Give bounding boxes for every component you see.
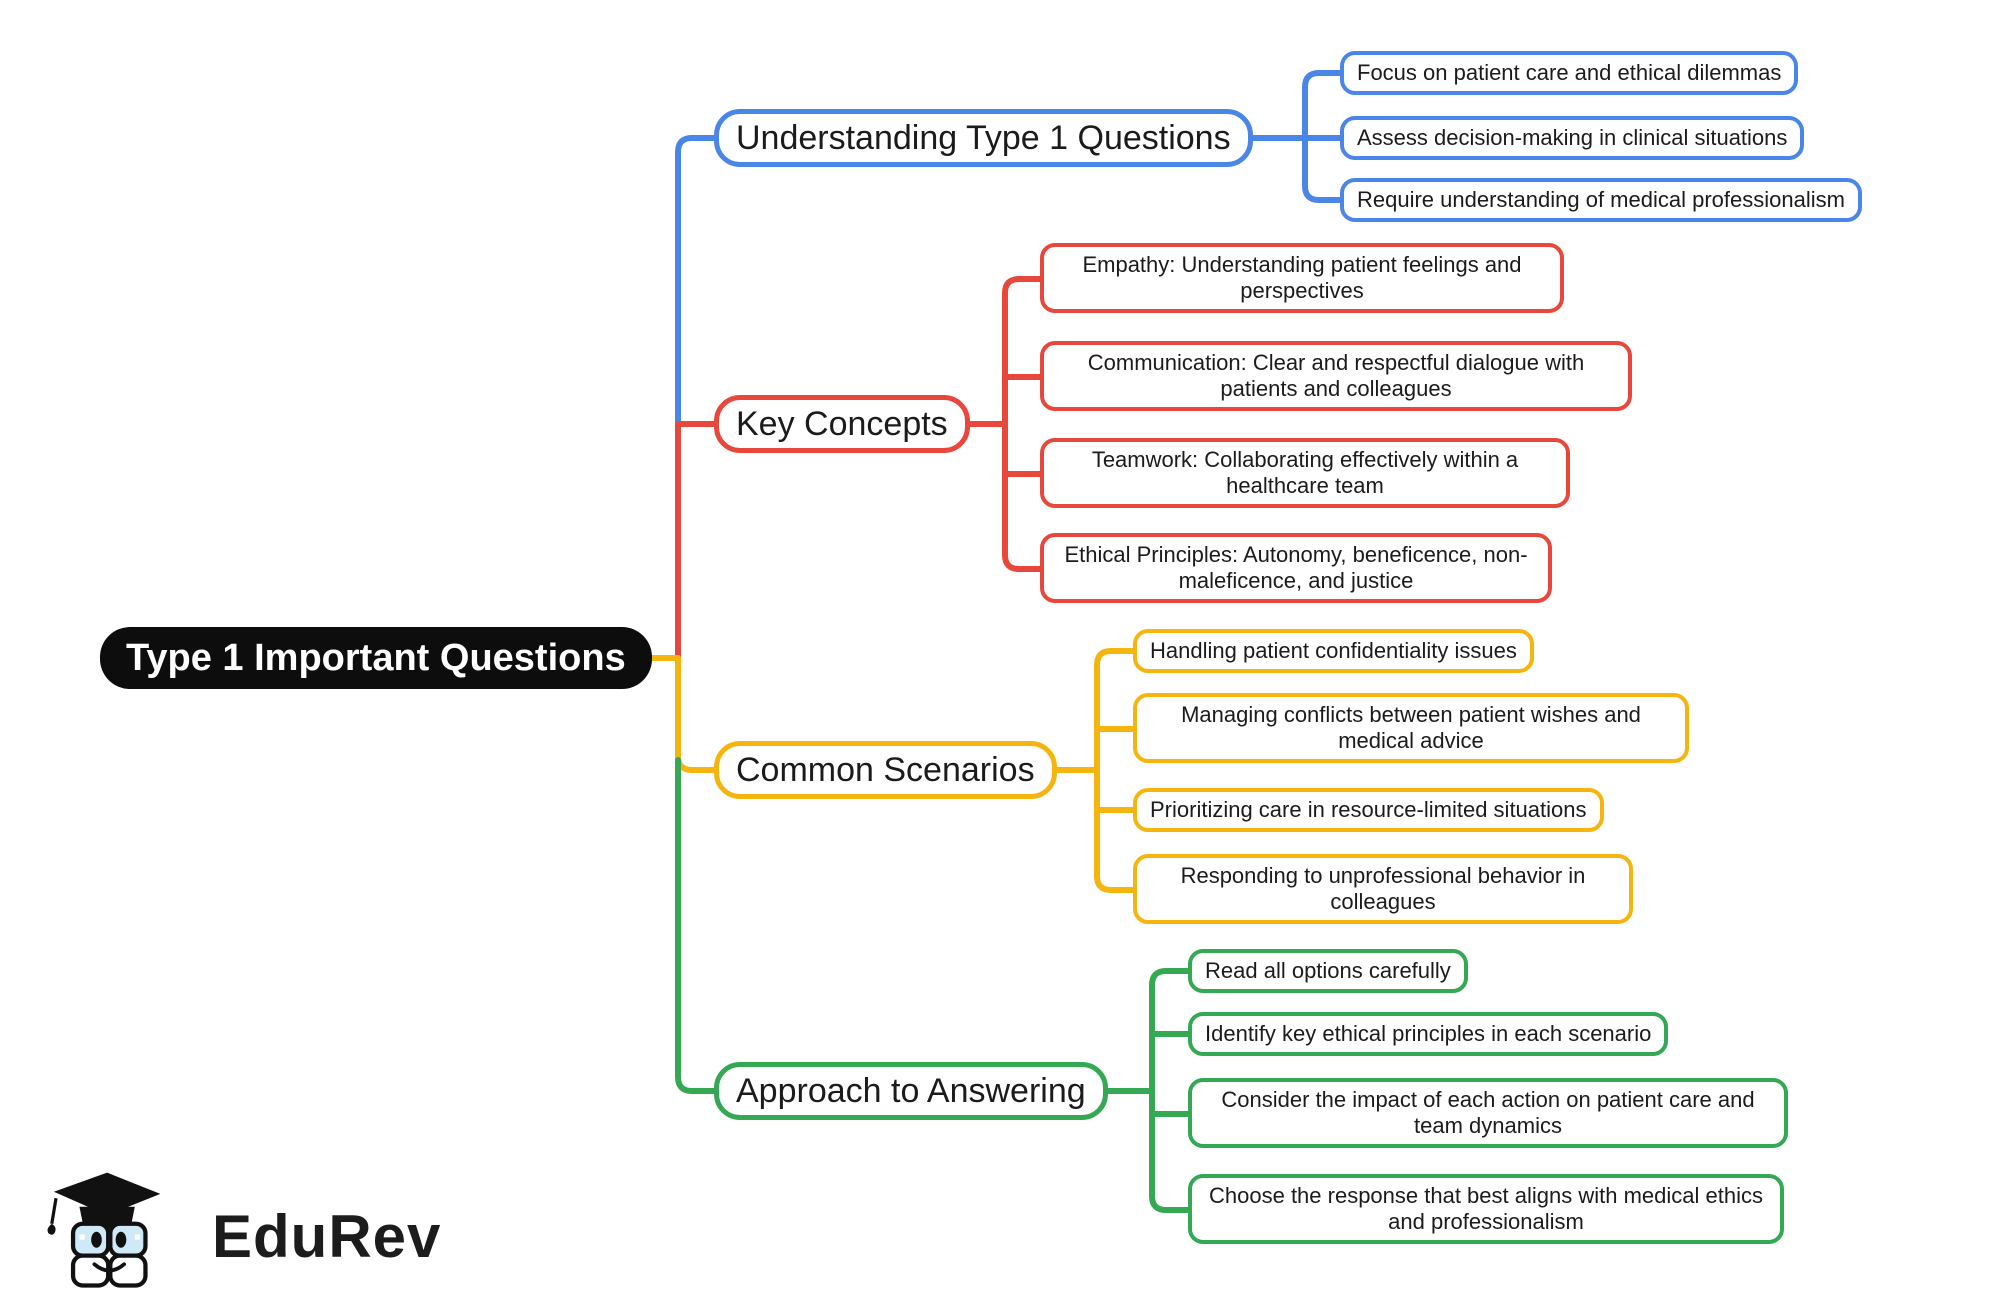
child-node-common-scenarios-3: Prioritizing care in resource-limited si… <box>1133 788 1604 832</box>
child-node-key-concepts-1: Empathy: Understanding patient feelings … <box>1040 243 1564 313</box>
child-node-key-concepts-4: Ethical Principles: Autonomy, beneficenc… <box>1040 533 1552 603</box>
child-node-approach-1: Read all options carefully <box>1188 949 1468 993</box>
child-node-understanding-3: Require understanding of medical profess… <box>1340 178 1862 222</box>
child-node-key-concepts-3: Teamwork: Collaborating effectively with… <box>1040 438 1570 508</box>
edurev-mascot-icon <box>47 1172 161 1288</box>
branch-node-key-concepts: Key Concepts <box>714 395 970 453</box>
branch-node-understanding: Understanding Type 1 Questions <box>714 109 1253 167</box>
branch-node-approach: Approach to Answering <box>714 1062 1108 1120</box>
child-node-approach-3: Consider the impact of each action on pa… <box>1188 1078 1788 1148</box>
child-node-understanding-2: Assess decision-making in clinical situa… <box>1340 116 1805 160</box>
child-node-common-scenarios-1: Handling patient confidentiality issues <box>1133 629 1534 673</box>
edurev-logo: EduRev <box>40 1158 440 1298</box>
connectors-red <box>675 276 1055 661</box>
child-node-key-concepts-2: Communication: Clear and respectful dial… <box>1040 341 1632 411</box>
child-node-approach-2: Identify key ethical principles in each … <box>1188 1012 1669 1056</box>
child-node-common-scenarios-2: Managing conflicts between patient wishe… <box>1133 693 1689 763</box>
child-node-common-scenarios-4: Responding to unprofessional behavior in… <box>1133 854 1633 924</box>
edurev-brand-text: EduRev <box>212 1203 442 1270</box>
child-node-approach-4: Choose the response that best aligns wit… <box>1188 1174 1784 1244</box>
connectors-green <box>675 757 1203 1213</box>
child-node-understanding-1: Focus on patient care and ethical dilemm… <box>1340 51 1799 95</box>
root-node: Type 1 Important Questions <box>100 627 652 689</box>
branch-node-common-scenarios: Common Scenarios <box>714 741 1057 799</box>
